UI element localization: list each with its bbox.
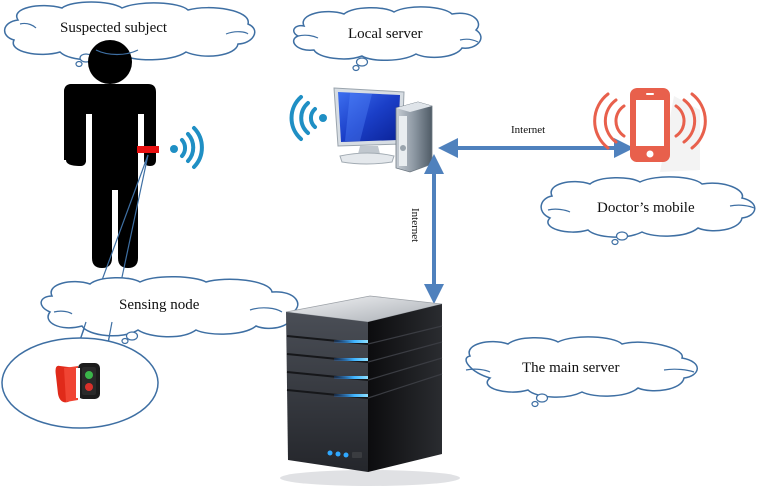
cloud-edge-overlap	[95, 49, 139, 56]
internet-label-vertical: Internet	[409, 208, 421, 242]
doctor-mobile-label: Doctor’s mobile	[597, 200, 695, 216]
local-server-callout-cloud	[293, 6, 482, 72]
person-icon	[64, 40, 156, 268]
subject-callout-cloud	[4, 1, 256, 68]
main-server-callout-cloud	[465, 336, 698, 408]
connector-overlap-b	[107, 321, 113, 344]
phone-signal-icon	[593, 92, 707, 150]
smartphone-icon	[630, 88, 700, 172]
sensing-node-label: Sensing node	[119, 297, 200, 313]
doctor-mobile-callout-cloud	[540, 176, 756, 246]
connector-overlap-a	[79, 321, 87, 341]
subject-label: Suspected subject	[60, 20, 168, 36]
local-server-wifi-icon	[289, 95, 327, 141]
desktop-computer-icon	[333, 87, 433, 173]
wifi-signal-icon	[170, 126, 204, 169]
main-server-label: The main server	[522, 360, 619, 376]
smartwatch-icon	[55, 363, 100, 403]
local-server-label: Local server	[348, 26, 423, 42]
wristband-sensor-icon	[137, 146, 159, 153]
internet-label-horizontal: Internet	[511, 124, 545, 136]
server-tower-icon	[280, 295, 460, 486]
sensing-node-callout-cloud	[40, 275, 299, 345]
